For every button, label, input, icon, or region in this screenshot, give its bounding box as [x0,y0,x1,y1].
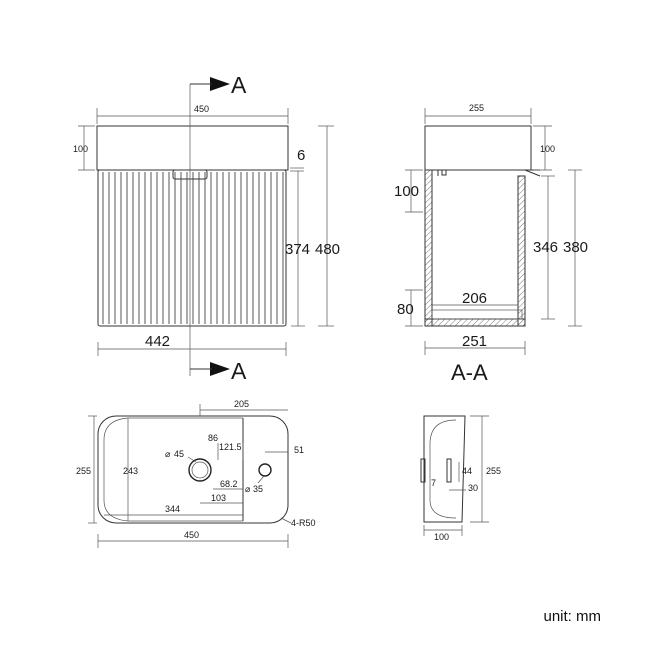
dim-section-upper-panel: 100 [394,183,419,200]
front-cabinet-outline [97,169,287,327]
dim-top-width: 450 [184,530,199,540]
dim-side-width: 100 [434,532,449,542]
section-arrow-top [210,77,230,91]
front-view: A A 450 100 6 374 480 442 [73,72,340,384]
basin-top-outline [97,415,289,524]
dim-side-30: 30 [468,483,478,493]
basin-side-view: 255 44 7 30 100 [420,415,501,542]
section-title: A-A [451,360,488,385]
section-label-top: A [231,72,247,98]
unit-label: unit: mm [543,608,601,625]
dim-top-hole-45: 45 [174,449,184,459]
dim-top-hole-45-symbol: ⌀ [165,449,171,459]
dim-section-inner-depth: 206 [462,290,487,307]
dim-side-7: 7 [431,478,436,488]
section-arrow-bottom [210,362,230,376]
dim-section-top-depth: 255 [469,103,484,113]
top-view: 205 86 121.5 ⌀ 45 51 255 243 68.2 ⌀ 35 1… [76,399,316,548]
drain-hole [188,458,212,482]
dim-front-basin-height: 100 [73,144,88,154]
dim-side-44: 44 [462,466,472,476]
dim-top-344: 344 [165,504,180,514]
dim-front-total-height: 480 [315,241,340,258]
section-bottom-wall [424,318,526,327]
dim-front-cabinet-height: 374 [285,241,310,258]
dim-top-86: 86 [208,433,218,443]
dim-top-corner-radius: 4-R50 [291,518,316,528]
dim-section-inner-height: 346 [533,239,558,256]
dim-section-bottom-panel: 80 [397,301,414,318]
section-front-wall [517,175,526,327]
dim-section-outer-height: 380 [563,239,588,256]
section-view: 255 100 100 80 206 346 380 251 [394,103,588,385]
dim-top-hole-35-symbol: ⌀ [245,484,251,494]
dim-front-gap: 6 [297,147,305,164]
dim-section-basin-height: 100 [540,144,555,154]
section-back-wall [424,169,433,327]
dim-top-hole-35: 35 [253,484,263,494]
dim-top-68-2: 68.2 [220,479,238,489]
dim-top-103: 103 [211,493,226,503]
cabinet-fluting [102,172,284,324]
section-label-bottom: A [231,358,247,384]
dim-top-51: 51 [294,445,304,455]
dim-front-cabinet-width: 442 [145,333,170,350]
dim-front-width: 450 [194,104,209,114]
faucet-hole [258,463,272,477]
dim-top-depth: 255 [76,466,91,476]
section-basin-outline [424,125,532,171]
dim-section-cabinet-depth: 251 [462,333,487,350]
dim-top-121-5: 121.5 [219,442,242,452]
basin-side-outline [423,415,466,523]
dim-side-depth: 255 [486,466,501,476]
dim-top-inner-depth: 243 [123,466,138,476]
dim-top-faucet-offset: 205 [234,399,249,409]
front-basin-outline [96,125,289,171]
